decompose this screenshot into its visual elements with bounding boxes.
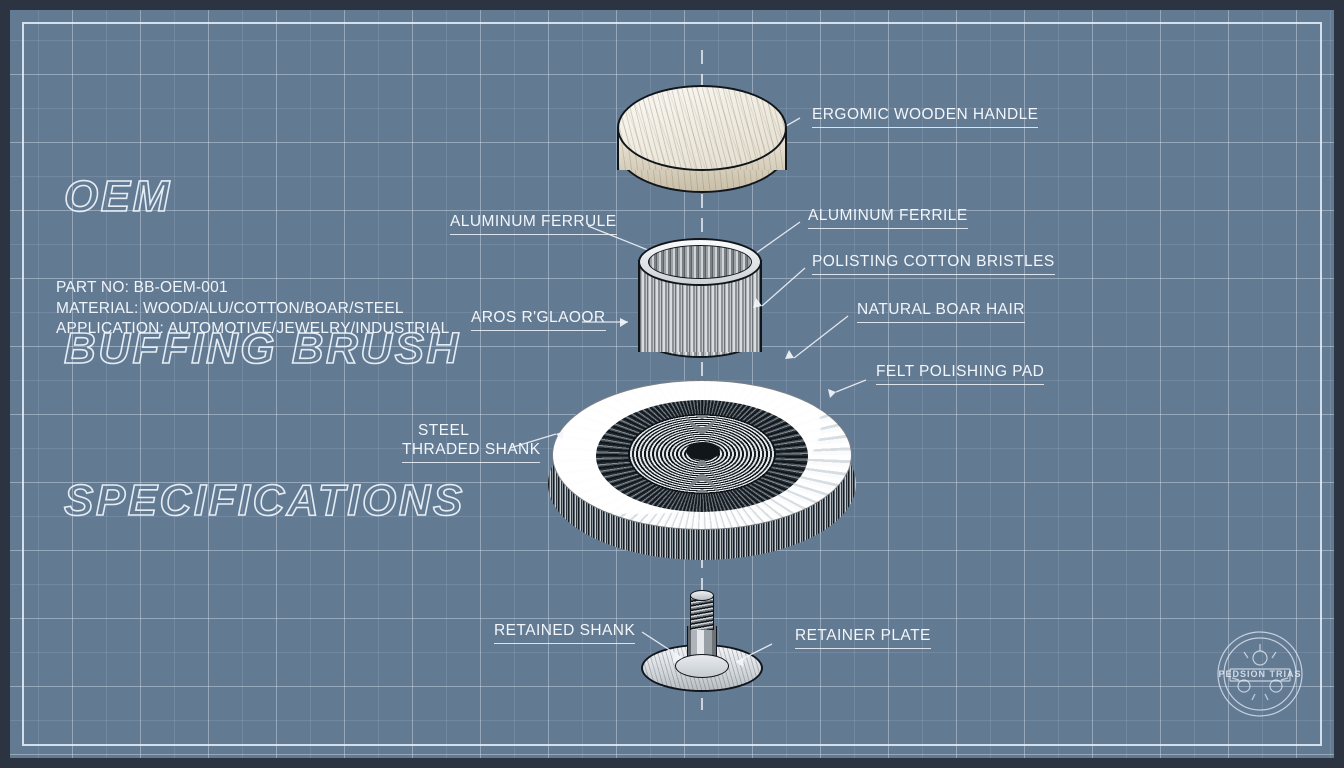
- spec-material: MATERIAL: WOOD/ALU/COTTON/BOAR/STEEL: [56, 299, 404, 317]
- plate-hub-ring: [675, 654, 729, 678]
- spec-block: PART NO: BB-OEM-001 MATERIAL: WOOD/ALU/C…: [56, 278, 449, 340]
- aluminum-ferrule-part: [638, 238, 762, 360]
- callout-retained-shank: RETAINED SHANK: [494, 622, 636, 644]
- handle-top-face: [617, 85, 787, 171]
- title-line-2: BUFFING BRUSH: [63, 323, 461, 374]
- callout-boar-hair: NATURAL BOAR HAIR: [857, 301, 1025, 323]
- callout-steel-shank-line1: STEEL: [418, 422, 470, 439]
- wooden-handle-part: [617, 85, 787, 197]
- callout-abrasive: AROS R'GLAOOR: [471, 309, 606, 331]
- callout-aluminum-ferrule-left: ALUMINUM FERRULE: [450, 213, 617, 235]
- gear-badge-icon: [1217, 631, 1303, 717]
- retainer-assembly-part: [641, 590, 763, 694]
- callout-steel-shank: STEEL THRADED SHANK: [402, 421, 541, 463]
- callout-wooden-handle: ERGOMIC WOODEN HANDLE: [812, 106, 1039, 128]
- precision-stamp: PEDSION TRIAS: [1214, 628, 1306, 720]
- callout-aluminum-ferrule-right: ALUMINUM FERRILE: [808, 207, 968, 229]
- blueprint-sheet: OEM BUFFING BRUSH SPECIFICATIONS PART NO…: [10, 10, 1334, 758]
- shank-top-face: [690, 590, 714, 601]
- page-title: OEM BUFFING BRUSH SPECIFICATIONS: [63, 72, 465, 628]
- stamp-text: PEDSION TRIAS: [1218, 669, 1302, 679]
- brush-assembly-part: [542, 372, 862, 568]
- spec-part-no: PART NO: BB-OEM-001: [56, 279, 228, 296]
- callout-steel-shank-line2: THRADED SHANK: [402, 441, 541, 458]
- title-line-1: OEM: [63, 171, 172, 222]
- threaded-shank: [690, 596, 714, 630]
- callout-felt-pad: FELT POLISHING PAD: [876, 363, 1045, 385]
- callout-retainer-plate: RETAINER PLATE: [795, 627, 931, 649]
- ferrule-bore: [648, 245, 752, 279]
- callout-cotton-bristles: POLISTING COTTON BRISTLES: [812, 253, 1055, 275]
- title-line-3: SPECIFICATIONS: [63, 475, 465, 526]
- spec-application: APPLICATION: AUTOMOTIVE/JEWELRY/INDUSTRI…: [56, 320, 450, 337]
- felt-pad-center: [686, 442, 720, 460]
